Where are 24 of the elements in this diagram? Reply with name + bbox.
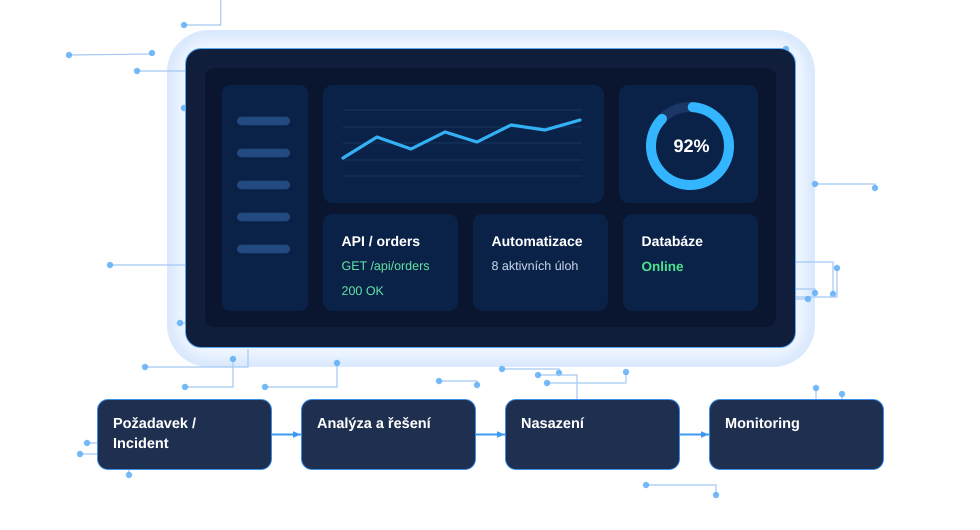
card-title: API / orders (342, 232, 420, 250)
step-label: Nasazení (521, 415, 586, 434)
step-label: Monitoring (725, 415, 801, 434)
card-title: Automatizace (492, 232, 583, 250)
arrow (476, 431, 505, 438)
step-label: Požadavek / Incident (113, 415, 198, 454)
status-card (622, 214, 758, 310)
dashboard-screen (185, 48, 796, 348)
process-box (505, 399, 680, 470)
stat-card (618, 84, 758, 202)
status-text: Online (642, 258, 684, 276)
card-text: GET /api/orders (342, 258, 430, 275)
process-box (97, 399, 272, 470)
status-card (472, 214, 608, 310)
process-box (709, 399, 884, 470)
card-title: Databáze (642, 232, 703, 250)
stat-value: 92% (673, 134, 710, 156)
step-label: Analýza a řešení (317, 415, 432, 434)
arrow (272, 431, 301, 438)
card-text: 200 OK (342, 282, 384, 300)
process-box (301, 399, 476, 470)
status-card (322, 214, 458, 310)
arrow (680, 431, 709, 438)
card-text: 8 aktivních úloh (492, 258, 578, 274)
